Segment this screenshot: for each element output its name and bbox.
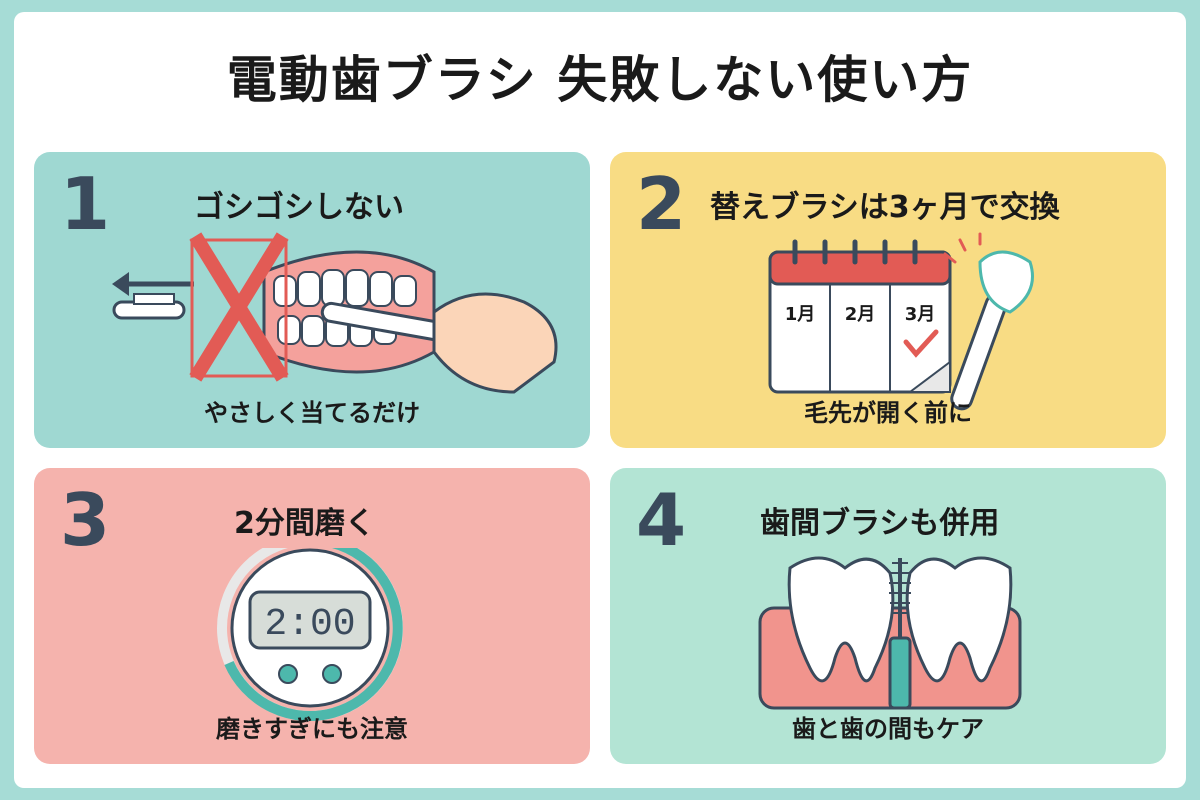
tooth-icon: [905, 556, 1013, 683]
cross-icon: [189, 232, 289, 382]
timer-icon: 2:00: [217, 548, 403, 721]
page-title: 電動歯ブラシ 失敗しない使い方: [226, 51, 974, 109]
calendar-illustration: 1月 2月 3月: [768, 232, 1034, 411]
panel-heading: ゴシゴシしない: [194, 190, 404, 225]
calendar-icon: 1月 2月 3月: [768, 239, 952, 394]
panel-number: 1: [60, 162, 111, 246]
panel-4: 4 歯間ブラシも併用 歯と歯の間もケア: [610, 468, 1166, 764]
tooth-icon: [787, 556, 895, 683]
checkmark-icon: [903, 329, 939, 358]
panel-2: 2 替えブラシは3ヶ月で交換 1月 2月 3月: [610, 152, 1166, 448]
panel-number: 2: [636, 162, 687, 246]
panel-1: 1 ゴシゴシしない: [34, 152, 590, 448]
interdental-brush-icon: [888, 558, 912, 710]
panel-number: 4: [636, 478, 687, 562]
panel-caption: 毛先が開く前に: [804, 399, 972, 427]
panel-heading: 替えブラシは3ヶ月で交換: [710, 190, 1060, 225]
hand-icon: [432, 292, 558, 394]
panel-number: 3: [60, 478, 111, 562]
timer-illustration: 2:00: [217, 548, 403, 721]
panel-heading: 2分間磨く: [234, 506, 375, 541]
infographic-frame: 電動歯ブラシ 失敗しない使い方 1 ゴシゴシしない: [14, 12, 1186, 788]
panel-caption: 磨きすぎにも注意: [216, 715, 408, 743]
panel-caption: やさしく当てるだけ: [204, 399, 420, 427]
worn-toothbrush-icon: [943, 232, 1034, 411]
panel-heading: 歯間ブラシも併用: [760, 506, 1000, 541]
month-label: 3月: [905, 304, 936, 325]
month-label: 1月: [785, 304, 816, 325]
interdental-illustration: [758, 556, 1022, 710]
scrubbing-illustration: [112, 232, 558, 394]
panel-caption: 歯と歯の間もケア: [792, 715, 984, 743]
panel-3: 3 2分間磨く 2:00 磨きすぎにも注意: [34, 468, 590, 764]
timer-display: 2:00: [264, 603, 355, 646]
month-label: 2月: [845, 304, 876, 325]
